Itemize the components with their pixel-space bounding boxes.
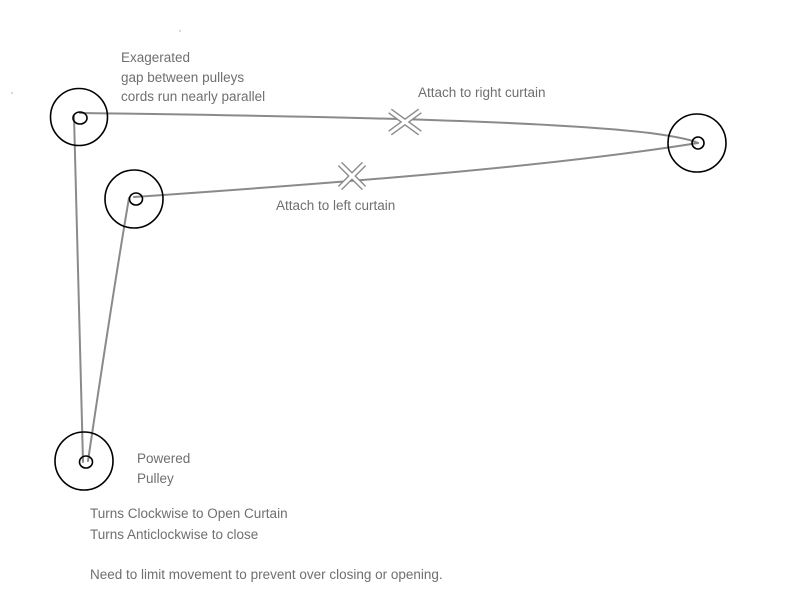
cord-top-right bbox=[79, 112, 699, 144]
note-line: Turns Anticlockwise to close bbox=[90, 526, 259, 542]
note-line: Pulley bbox=[137, 470, 174, 486]
stray-speck bbox=[11, 92, 13, 94]
attach-right-label: Attach to right curtain bbox=[418, 85, 546, 100]
pulley-axle bbox=[72, 111, 88, 125]
stray-speck bbox=[179, 30, 181, 32]
pulley-wheel bbox=[49, 87, 109, 147]
attach-marker-right bbox=[388, 108, 422, 136]
limit-movement-note: Need to limit movement to prevent over c… bbox=[90, 567, 443, 582]
cord-middle-down bbox=[87, 197, 130, 462]
pulley-wheel bbox=[54, 431, 114, 491]
note-line: Exagerated bbox=[121, 50, 191, 65]
exaggerated-gap-note: Exagerated gap between pulleys cords run… bbox=[121, 48, 265, 107]
pulley-middle bbox=[104, 169, 164, 229]
note-line: Powered bbox=[137, 451, 191, 466]
pulley-top-left bbox=[49, 87, 109, 147]
attach-marker-left bbox=[337, 161, 367, 191]
note-line: cords run nearly parallel bbox=[121, 89, 266, 104]
pulley-axle bbox=[691, 136, 705, 150]
pulley-wheel bbox=[104, 169, 164, 229]
pulley-wheel bbox=[667, 113, 727, 173]
powered-pulley-label: Powered Pulley bbox=[137, 449, 190, 488]
attach-left-label: Attach to left curtain bbox=[276, 198, 396, 213]
note-line: Turns Clockwise to Open Curtain bbox=[90, 506, 288, 521]
pulley-axle bbox=[128, 192, 144, 206]
cords bbox=[73, 112, 699, 463]
rotation-note: Turns Clockwise to Open Curtain Turns An… bbox=[90, 504, 288, 545]
note-line: gap between pulleys bbox=[121, 69, 245, 85]
pulley-axle bbox=[78, 455, 94, 469]
pulley-right bbox=[667, 113, 727, 173]
cord-left-down bbox=[73, 115, 84, 463]
cord-right-to-middle bbox=[133, 142, 699, 198]
pulley-powered bbox=[54, 431, 114, 491]
